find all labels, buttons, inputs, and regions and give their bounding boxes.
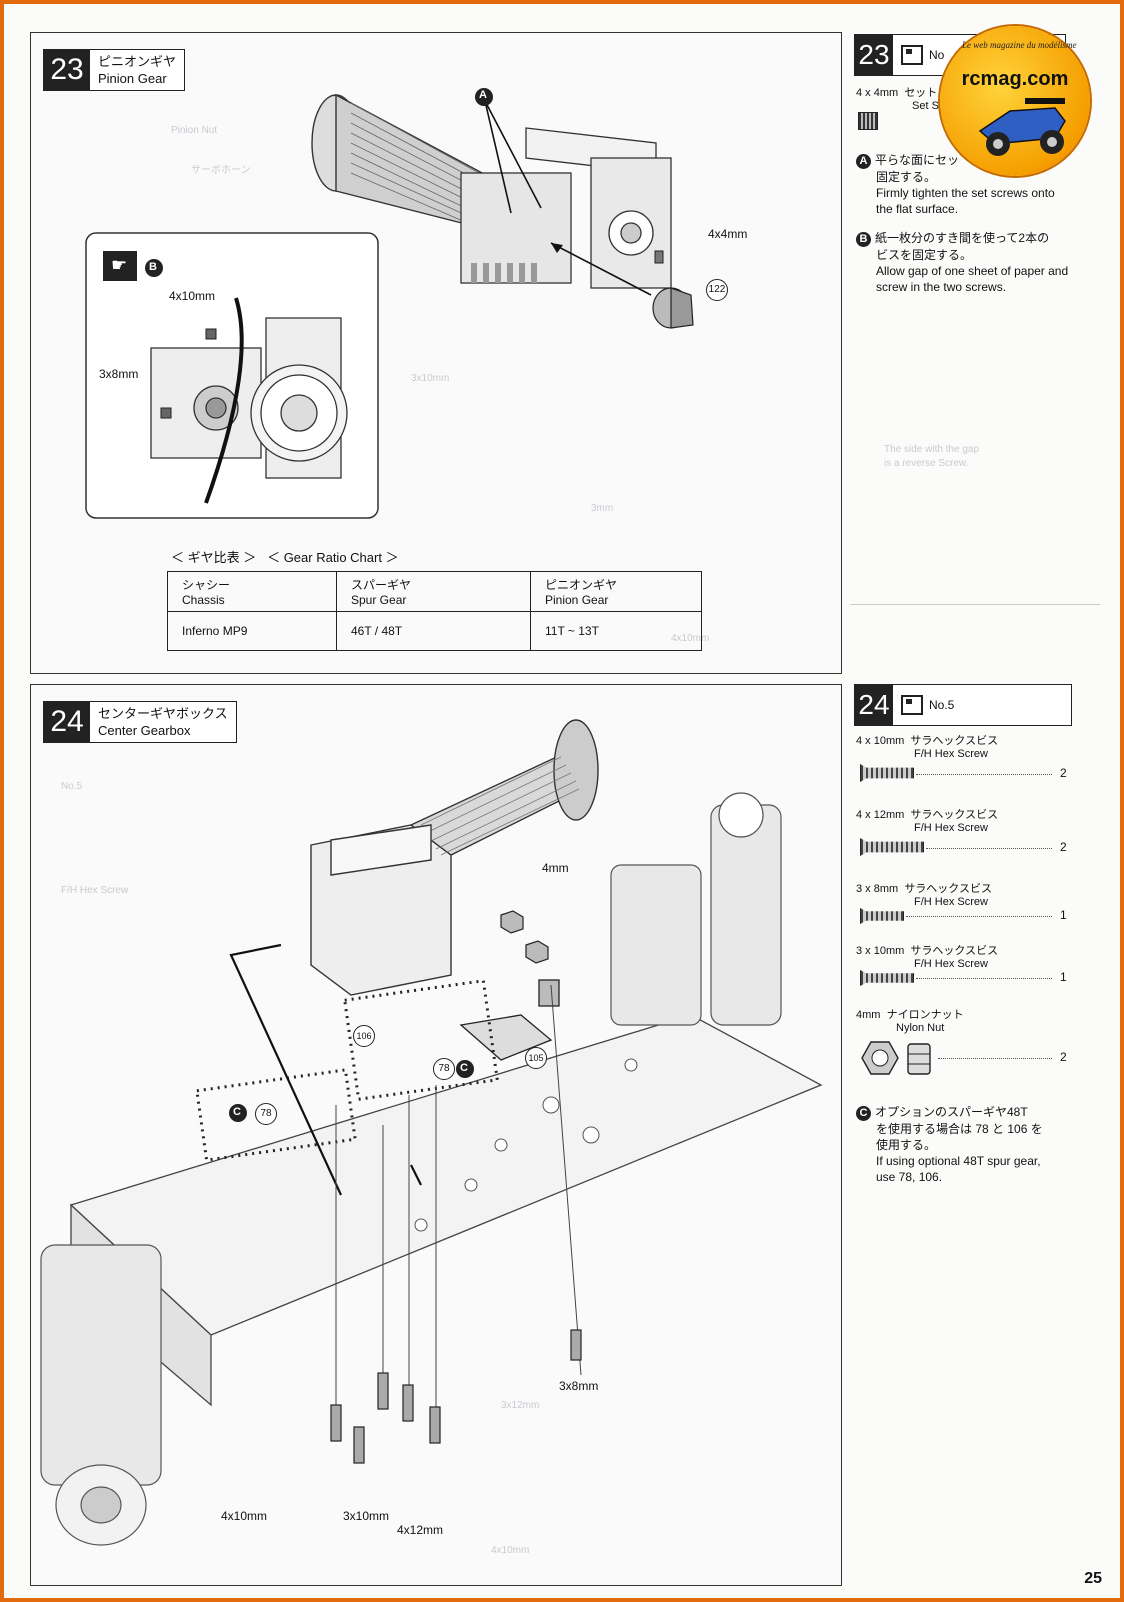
quantity: 2 (1060, 1050, 1067, 1064)
parts-bag-icon (901, 695, 923, 715)
step-number: 23 (44, 50, 90, 90)
gearbox-drawing (460, 127, 672, 289)
label-3x10mm: 3x10mm (343, 1509, 390, 1523)
parts-bag-icon (901, 45, 923, 65)
quantity: 2 (1060, 840, 1067, 854)
divider (850, 604, 1100, 605)
page-number: 25 (1084, 1570, 1102, 1587)
part-106-badge: 106 (353, 1025, 375, 1047)
logo-name: rcmag.com (961, 68, 1069, 90)
nylon-nuts (500, 910, 549, 964)
part-122-badge: 122 (706, 279, 728, 301)
step-title-jp: ピニオンギヤ (98, 54, 177, 69)
rcmag-logo: Le web magazine du modélisme rcmag.com (940, 26, 1090, 176)
step-title-en: Center Gearbox (98, 723, 191, 738)
part-row: 3 x 10mm サラヘックスビス F/H Hex Screw (856, 945, 999, 970)
label-3x8mm: 3x8mm (559, 1379, 599, 1393)
screw-icon-3x10 (860, 970, 914, 986)
quantity: 1 (1060, 908, 1067, 922)
bag-number: No.5 (929, 698, 955, 712)
table-cell: 46T / 48T (336, 611, 531, 651)
part-row: 4 x 12mm サラヘックスビス F/H Hex Screw (856, 809, 999, 834)
screw-icon-4x10 (860, 764, 914, 782)
callout-c: C (233, 1106, 241, 1118)
note-c-marker: C (856, 1106, 871, 1121)
paper-sheet (204, 297, 244, 504)
label-4x10mm: 4x10mm (169, 289, 216, 303)
note-b-marker: B (856, 232, 871, 247)
table-cell: 11T ~ 13T (530, 611, 702, 651)
callout-a: A (479, 89, 487, 101)
step-number: 24 (44, 702, 90, 742)
rc-car-icon (978, 98, 1066, 156)
side-step-number: 23 (855, 35, 893, 75)
inset-b-gearbox (150, 317, 348, 479)
part-78-badge: 78 (433, 1058, 455, 1080)
note-a-marker: A (856, 154, 871, 169)
rear-suspension (40, 1244, 162, 1546)
step-23-panel: 23 ピニオンギヤ Pinion Gear Pinion Nut サーボホーン … (30, 32, 842, 674)
part-78-badge: 78 (255, 1103, 277, 1125)
callout-b: B (149, 261, 157, 273)
set-screw-icon (858, 112, 878, 130)
callout-c: C (460, 1062, 468, 1074)
label-4x10mm: 4x10mm (221, 1509, 268, 1523)
logo-tagline: Le web magazine du modélisme (962, 40, 1077, 50)
chart-title-jp: ＜ ギヤ比表 ＞ (171, 550, 257, 565)
part-row: 4mm ナイロンナット Nylon Nut (856, 1009, 964, 1034)
label-4mm: 4mm (542, 861, 569, 875)
step-title-en: Pinion Gear (98, 71, 167, 86)
center-gearbox-drawing (310, 719, 599, 996)
table-row: Inferno MP9 46T / 48T 11T ~ 13T (167, 611, 702, 651)
step-23-header: 23 ピニオンギヤ Pinion Gear (43, 49, 186, 91)
center-gearbox-illustration (40, 719, 823, 1546)
label-4x12mm: 4x12mm (397, 1523, 444, 1537)
quantity: 1 (1060, 970, 1067, 984)
label-4x4mm: 4x4mm (708, 227, 748, 241)
step-24-header: 24 センターギヤボックス Center Gearbox (43, 701, 237, 743)
hand-icon: ☛ (111, 255, 128, 276)
part-row: 4 x 10mm サラヘックスビス F/H Hex Screw (856, 735, 999, 760)
part-row: 3 x 8mm サラヘックスビス F/H Hex Screw (856, 883, 992, 908)
table-cell: Inferno MP9 (167, 611, 337, 651)
pinion-gear-illustration (85, 88, 694, 519)
gear-ratio-chart-title: ＜ ギヤ比表 ＞ ＜ Gear Ratio Chart ＞ (171, 547, 399, 566)
label-3x8mm: 3x8mm (99, 367, 139, 381)
front-suspension (610, 792, 782, 1026)
screw-icon-3x8 (860, 908, 904, 924)
quantity: 2 (1060, 766, 1067, 780)
screws (330, 1329, 582, 1464)
nylon-nut-icon (861, 1041, 931, 1075)
part-105 (459, 979, 560, 1061)
step-title-jp: センターギヤボックス (98, 706, 228, 721)
side-24-header: 24 No.5 (854, 684, 1072, 726)
part-set-screw: 4 x 4mm セット Set S (856, 87, 939, 112)
bag-number: No (929, 48, 945, 62)
part-105-badge: 105 (525, 1047, 547, 1069)
screw-icon-4x12 (860, 838, 924, 856)
chart-title-en: ＜ Gear Ratio Chart ＞ (267, 550, 399, 565)
side-step-number: 24 (855, 685, 893, 725)
step-24-panel: 24 センターギヤボックス Center Gearbox No.5 F/H He… (30, 684, 842, 1586)
pinion-part-122 (652, 287, 694, 329)
